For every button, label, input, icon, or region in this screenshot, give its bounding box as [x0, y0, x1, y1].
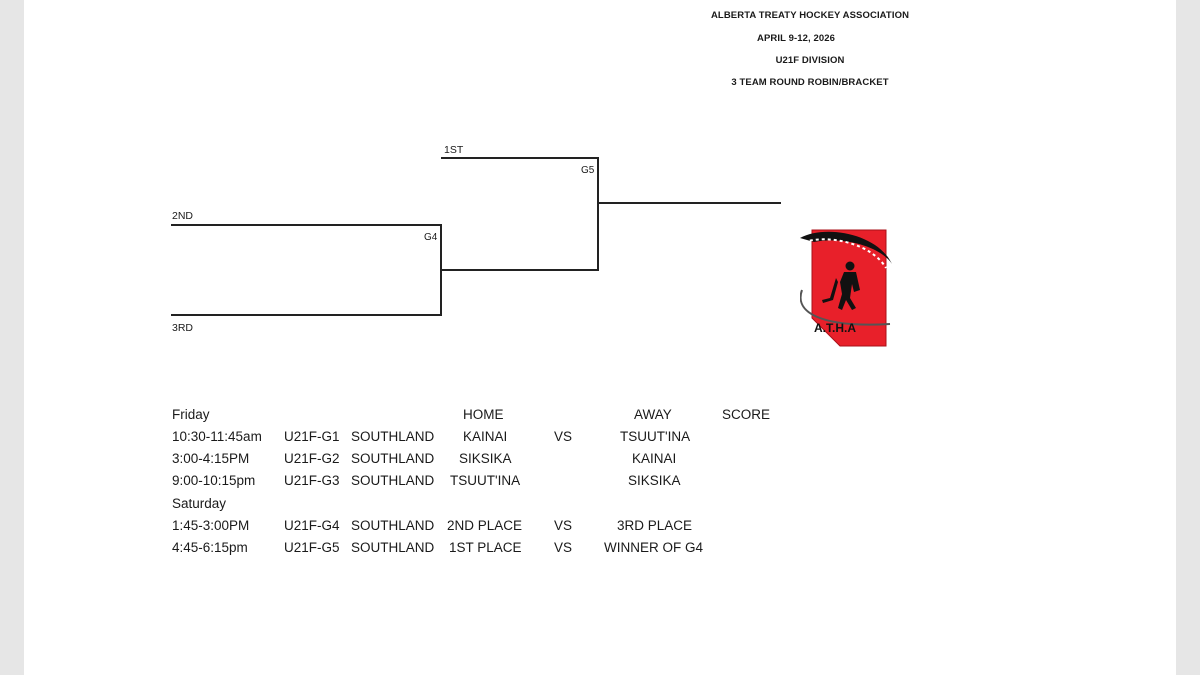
schedule-header-score: SCORE [722, 407, 771, 422]
game-time: 9:00-10:15pm [172, 473, 256, 488]
home-team: KAINAI [463, 429, 508, 444]
game-id: U21F-G1 [284, 429, 340, 444]
bracket-line-champion [597, 202, 781, 204]
home-team: 2ND PLACE [447, 518, 523, 533]
schedule-day-saturday: Saturday [172, 496, 227, 511]
home-team: TSUUT'INA [450, 473, 521, 488]
game-id: U21F-G2 [284, 451, 340, 466]
hockey-player-icon [822, 261, 860, 310]
away-team: WINNER OF G4 [604, 540, 704, 555]
document-page [24, 0, 1176, 675]
format-title: 3 TEAM ROUND ROBIN/BRACKET [731, 77, 889, 88]
home-team: SIKSIKA [459, 451, 512, 466]
bracket-line-third [171, 314, 442, 316]
game-venue: SOUTHLAND [351, 451, 435, 466]
game-venue: SOUTHLAND [351, 540, 435, 555]
game-time: 1:45-3:00PM [172, 518, 250, 533]
game-time: 4:45-6:15pm [172, 540, 248, 555]
versus: VS [554, 518, 573, 533]
bracket-line-second [171, 224, 442, 226]
game-id: U21F-G4 [284, 518, 340, 533]
away-team: TSUUT'INA [620, 429, 691, 444]
bracket-first-label: 1ST [444, 144, 464, 156]
bracket-game4-label: G4 [424, 232, 438, 243]
event-dates: APRIL 9-12, 2026 [757, 33, 835, 44]
bracket-game5-label: G5 [581, 165, 595, 176]
schedule-header-away: AWAY [634, 407, 672, 422]
game-id: U21F-G5 [284, 540, 340, 555]
versus: VS [554, 540, 573, 555]
game-id: U21F-G3 [284, 473, 340, 488]
schedule-day-friday: Friday [172, 407, 210, 422]
atha-logo: A.T.H.A [799, 228, 892, 350]
bracket-second-label: 2ND [172, 210, 194, 222]
game-venue: SOUTHLAND [351, 518, 435, 533]
bracket-line-first [441, 157, 598, 159]
game-venue: SOUTHLAND [351, 429, 435, 444]
bracket-connector-g5 [597, 157, 599, 271]
division-title: U21F DIVISION [775, 55, 845, 66]
away-team: SIKSIKA [628, 473, 681, 488]
bracket-line-g4-winner [440, 269, 599, 271]
game-time: 10:30-11:45am [172, 429, 262, 444]
game-venue: SOUTHLAND [351, 473, 435, 488]
home-team: 1ST PLACE [449, 540, 522, 555]
away-team: 3RD PLACE [617, 518, 693, 533]
away-team: KAINAI [632, 451, 677, 466]
schedule-header-home: HOME [463, 407, 504, 422]
versus: VS [554, 429, 573, 444]
logo-text: A.T.H.A [814, 321, 856, 335]
bracket-third-label: 3RD [172, 322, 194, 334]
association-title: ALBERTA TREATY HOCKEY ASSOCIATION [710, 10, 910, 21]
game-time: 3:00-4:15PM [172, 451, 250, 466]
